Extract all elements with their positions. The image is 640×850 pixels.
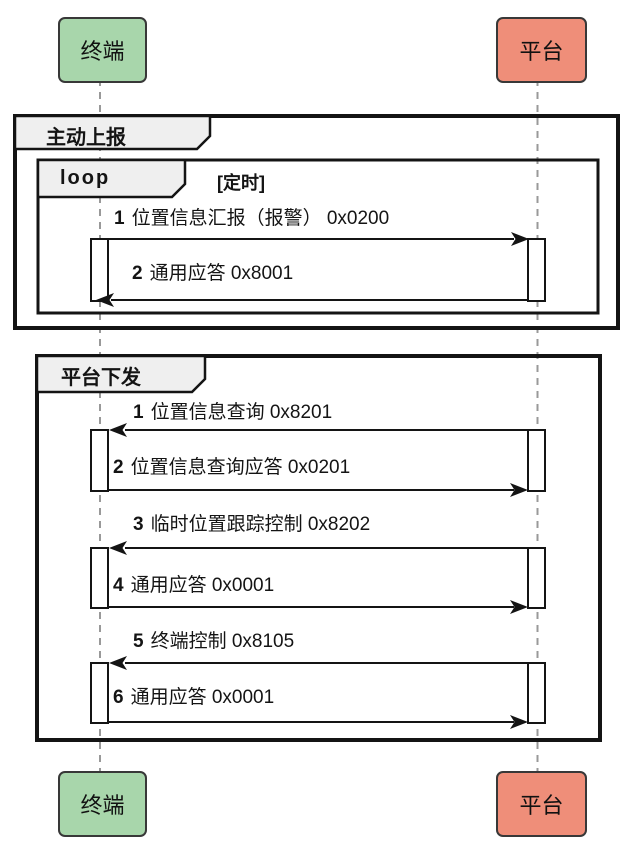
f1-msg1-text: 位置信息汇报（报警） 0x0200 [131,208,390,229]
f2-msg3-arrowhead-left [109,541,127,555]
platform-activation-bar-2 [527,429,546,492]
f2-msg1-text: 位置信息查询 0x8201 [150,402,333,423]
f2-msg4-text: 通用应答 0x0001 [130,575,275,596]
loop-operator-label: loop [60,167,111,189]
platform-activation-bar-3 [527,547,546,609]
f2-msg4-arrowhead-right [510,600,528,614]
frame-platform-dispatch-label-tab [35,354,207,394]
f2-msg2-text: 位置信息查询应答 0x0201 [130,457,351,478]
terminal-actor-bottom-label: 终端 [80,793,125,818]
f2-msg1-label: 1 位置信息查询 0x8201 [133,401,332,425]
loop-fragment-border [36,158,600,315]
f2-msg2-arrowhead-right [510,483,528,497]
f1-msg1-arrowhead-right [511,232,529,246]
platform-actor-bottom-label: 平台 [519,793,564,818]
frame-active-report-label-tab [13,114,212,151]
f2-msg1-number: 1 [133,402,144,423]
f1-msg2-label: 2 通用应答 0x8001 [132,262,293,286]
f2-msg4-number: 4 [113,575,124,596]
f2-msg6-number: 6 [113,687,124,708]
platform-activation-bar-4 [527,662,546,724]
platform-activation-bar-1 [527,238,546,302]
f2-msg3-text: 临时位置跟踪控制 0x8202 [150,514,371,535]
f2-msg3-number: 3 [133,514,144,535]
frame-platform-dispatch-title: 平台下发 [61,367,141,389]
f1-msg2-arrowhead-left [96,293,114,307]
terminal-activation-bar-3 [90,547,109,609]
loop-label-tab [36,158,187,199]
f2-msg6-text: 通用应答 0x0001 [130,687,275,708]
f2-msg6-arrowhead-right [510,715,528,729]
f1-msg1-label: 1 位置信息汇报（报警） 0x0200 [114,207,389,231]
frame-platform-dispatch-border [35,354,602,742]
terminal-actor-top-label: 终端 [80,39,125,64]
f1-msg2-text: 通用应答 0x8001 [149,263,294,284]
platform-actor-top-label: 平台 [519,39,564,64]
terminal-actor-bottom: 终端 [58,771,147,837]
f2-msg5-text: 终端控制 0x8105 [150,631,295,652]
terminal-actor-top: 终端 [58,17,147,83]
f2-msg2-label: 2 位置信息查询应答 0x0201 [113,456,350,480]
frame-active-report-border [13,114,620,330]
loop-guard-label: [定时] [217,173,265,193]
terminal-activation-bar-4 [90,662,109,724]
f2-msg5-arrowhead-left [109,656,127,670]
f2-msg5-number: 5 [133,631,144,652]
platform-actor-top: 平台 [496,17,587,83]
f2-msg4-label: 4 通用应答 0x0001 [113,574,274,598]
f2-msg3-label: 3 临时位置跟踪控制 0x8202 [133,513,370,537]
terminal-activation-bar-2 [90,429,109,492]
frame-active-report-title: 主动上报 [46,127,126,149]
platform-actor-bottom: 平台 [496,771,587,837]
terminal-activation-bar-1 [90,238,109,302]
f2-msg5-label: 5 终端控制 0x8105 [133,630,294,654]
f2-msg1-arrowhead-left [109,423,127,437]
f2-msg6-label: 6 通用应答 0x0001 [113,686,274,710]
f2-msg2-number: 2 [113,457,124,478]
f1-msg2-number: 2 [132,263,143,284]
f1-msg1-number: 1 [114,208,125,229]
